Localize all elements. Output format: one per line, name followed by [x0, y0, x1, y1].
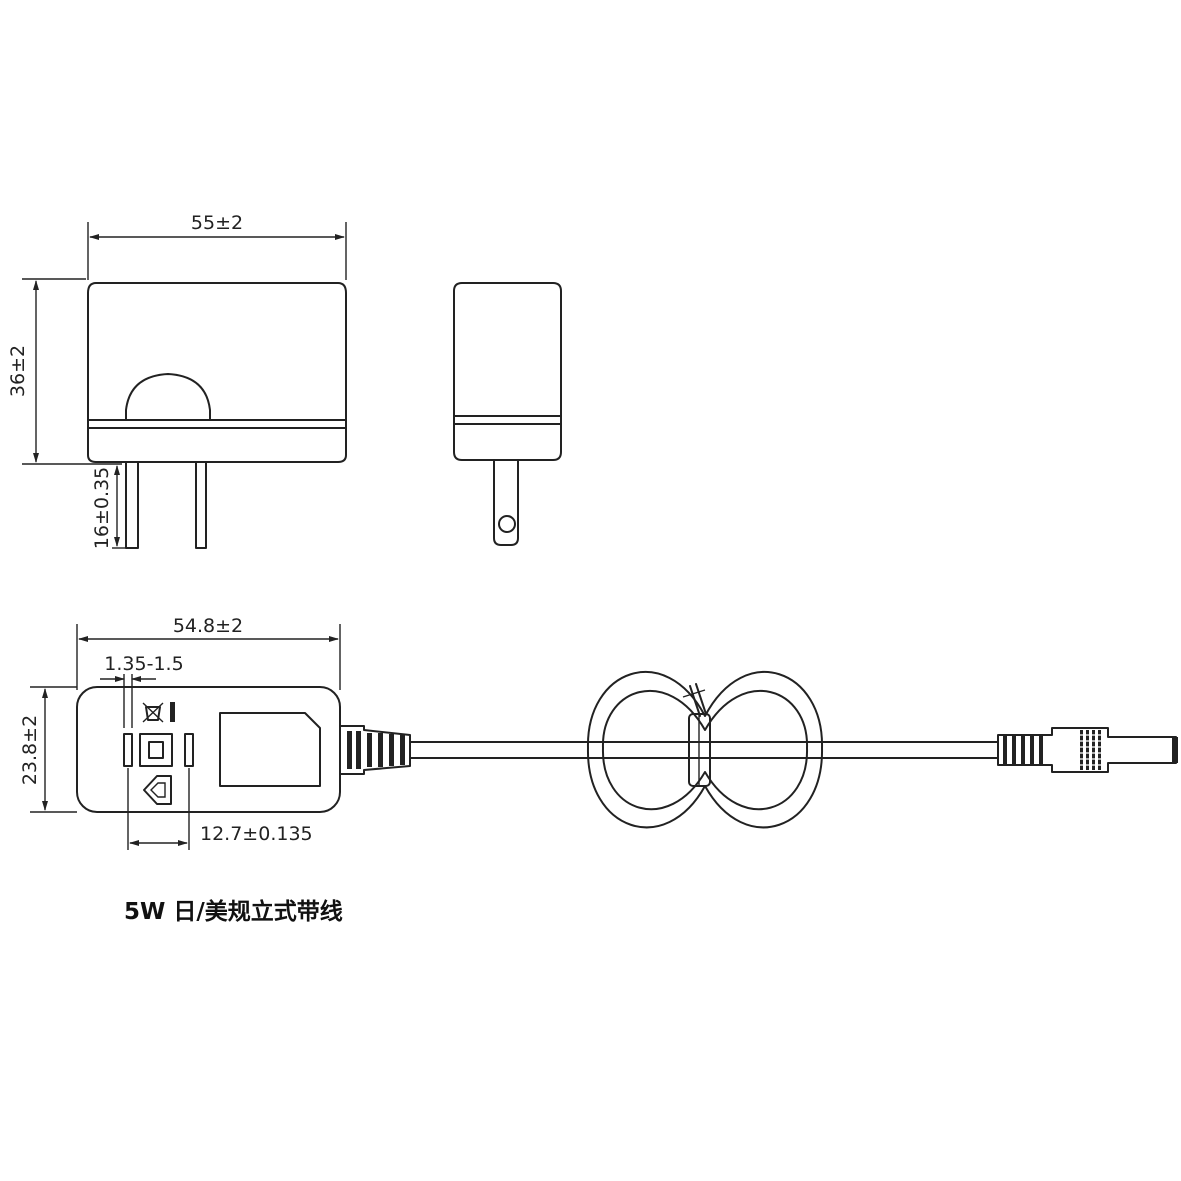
dim-top-width-text: 55±2	[191, 212, 243, 234]
house-indoor-icon	[143, 775, 172, 805]
dimension-bottom-height: 23.8±2	[19, 686, 77, 813]
dim-pin-spacing-text: 12.7±0.135	[200, 823, 313, 845]
dimension-pin-thickness: 1.35-1.5	[100, 653, 184, 728]
bin-recycle-icon	[142, 702, 175, 723]
dim-pin-thickness-text: 1.35-1.5	[104, 653, 183, 675]
dim-top-height-text: 36±2	[7, 345, 29, 397]
dim-bottom-height-text: 23.8±2	[19, 715, 41, 785]
dc-barrel-plug	[997, 727, 1178, 773]
dimension-top-height: 36±2	[7, 278, 122, 465]
product-caption: 5W 日/美规立式带线	[124, 899, 343, 925]
dimension-pin-length: 16±0.35	[91, 465, 126, 549]
front-view-adapter	[87, 282, 347, 549]
bottom-view-adapter	[76, 686, 341, 813]
dimension-pin-spacing: 12.7±0.135	[127, 768, 313, 850]
cable	[409, 741, 999, 759]
dim-pin-length-text: 16±0.35	[91, 467, 113, 549]
cable-coil-loops	[586, 671, 824, 829]
side-view-adapter	[453, 282, 562, 546]
dimension-bottom-width: 54.8±2	[76, 615, 341, 690]
dim-bottom-width-text: 54.8±2	[173, 615, 243, 637]
dimension-top-width: 55±2	[87, 212, 347, 280]
cable-strain-relief	[339, 725, 411, 775]
